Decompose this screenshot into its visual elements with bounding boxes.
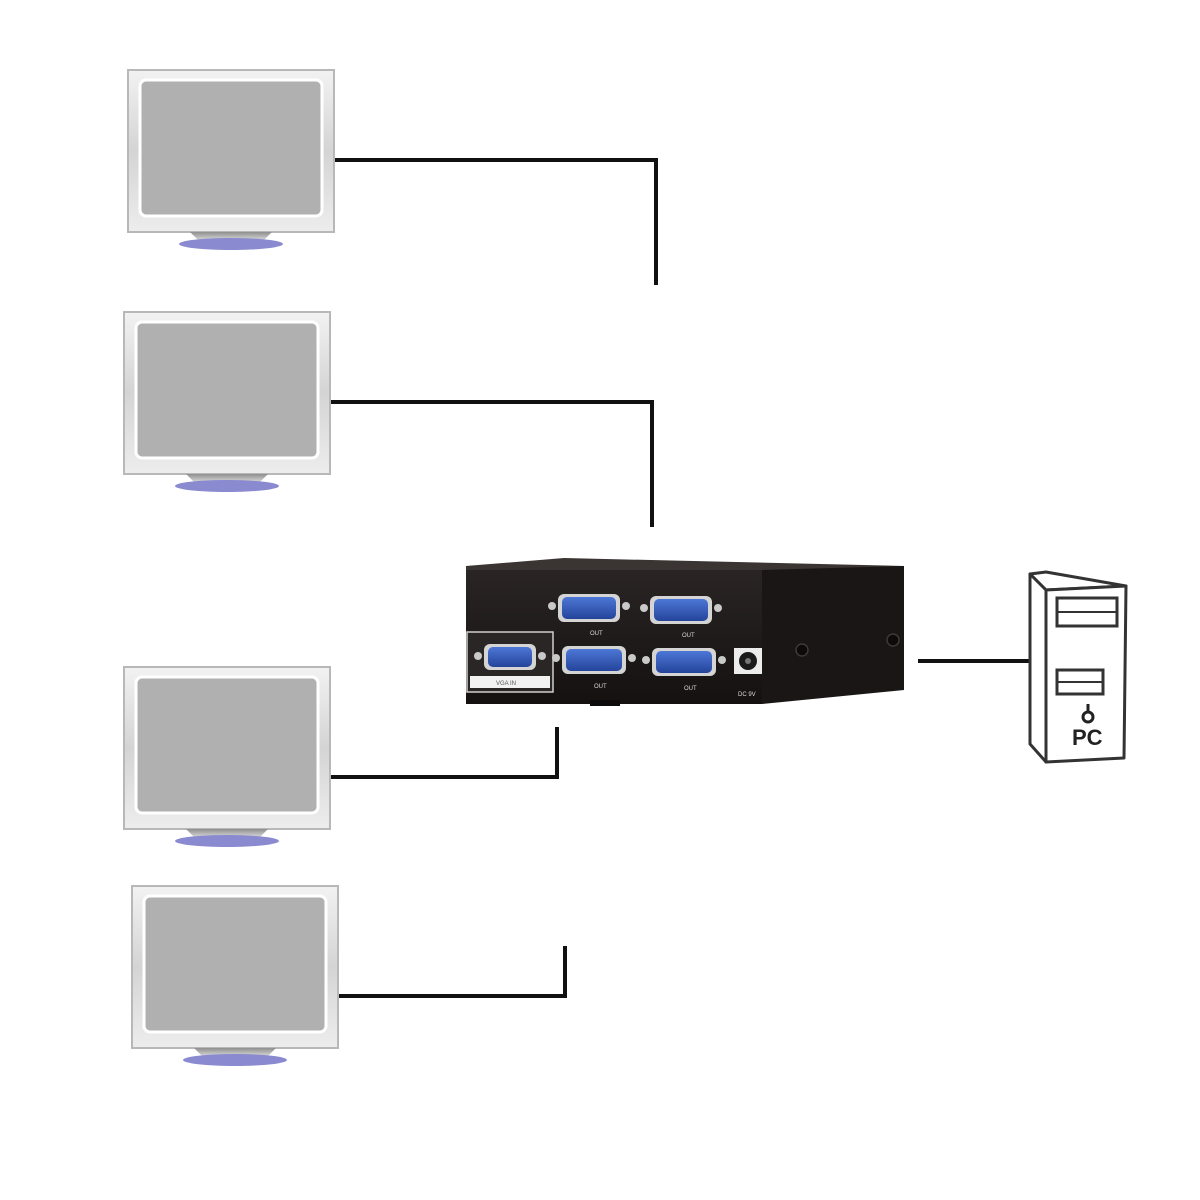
out-label-top-right: OUT bbox=[682, 633, 695, 639]
monitor-1 bbox=[127, 69, 335, 250]
monitor-base bbox=[183, 1054, 287, 1066]
splitter-top bbox=[466, 558, 904, 572]
vga-port-input bbox=[474, 644, 546, 670]
input-port-label-strip bbox=[470, 676, 550, 688]
cables bbox=[330, 158, 1032, 998]
monitor-base bbox=[175, 480, 279, 492]
cable-monitor-1 bbox=[334, 158, 658, 285]
power-button-icon bbox=[1081, 704, 1095, 724]
vga-port-out-top-right bbox=[640, 596, 722, 624]
monitor-screen bbox=[134, 320, 320, 460]
vga-port-out-bottom-left bbox=[552, 646, 636, 674]
screw-icon bbox=[886, 633, 900, 647]
monitor-3 bbox=[123, 666, 331, 847]
splitter-foot bbox=[590, 700, 620, 706]
out-label-top-left: OUT bbox=[590, 631, 603, 637]
vga-port-out-top-left bbox=[548, 594, 630, 622]
vga-port-out-bottom-right bbox=[642, 648, 726, 676]
out-label-bottom-left: OUT bbox=[594, 684, 607, 690]
cable-monitor-3 bbox=[330, 727, 559, 779]
cable-monitor-4 bbox=[338, 946, 567, 998]
out-label-bottom-right: OUT bbox=[684, 686, 697, 692]
monitor-base bbox=[179, 238, 283, 250]
input-port-label: VGA IN bbox=[496, 681, 516, 687]
splitter-side bbox=[762, 566, 904, 704]
cable-monitor-2 bbox=[330, 400, 654, 527]
monitor-4 bbox=[131, 885, 339, 1066]
monitor-screen bbox=[134, 675, 320, 815]
monitor-screen bbox=[142, 894, 328, 1034]
pc-label: PC bbox=[1072, 725, 1103, 750]
monitor-2 bbox=[123, 311, 331, 492]
monitor-screen bbox=[138, 78, 324, 218]
dc-label: DC 9V bbox=[738, 692, 756, 698]
pc-case-side bbox=[1028, 572, 1048, 764]
screw-icon bbox=[795, 643, 809, 657]
pc-tower: PC bbox=[1028, 570, 1128, 764]
vga-splitter: VGA IN OUT OUT bbox=[466, 558, 904, 706]
dc-power-jack bbox=[734, 648, 762, 674]
monitor-base bbox=[175, 835, 279, 847]
